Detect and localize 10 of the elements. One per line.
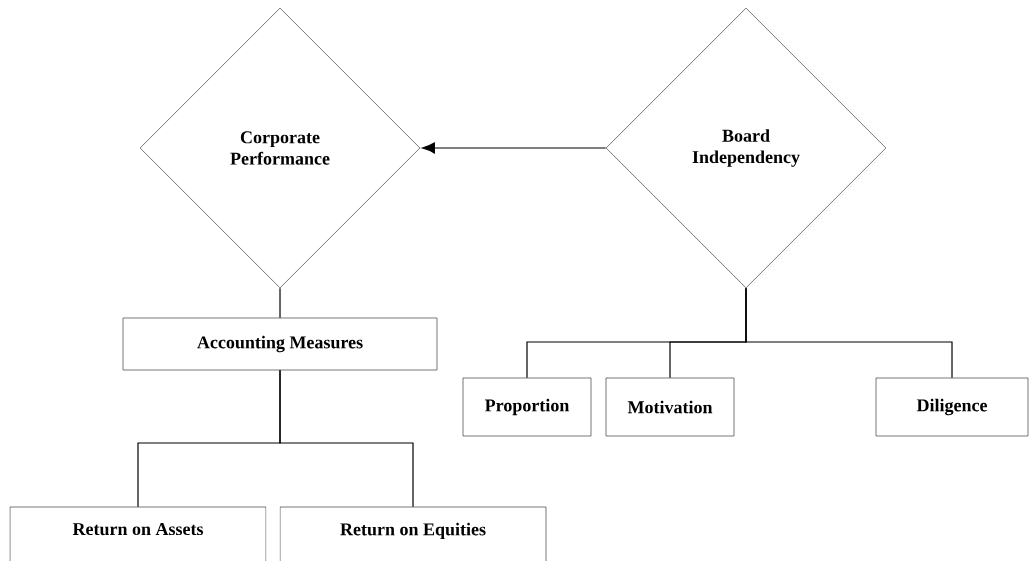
connector: [279, 287, 281, 319]
connector: [745, 287, 953, 379]
process-box: Return on Equities: [279, 506, 547, 561]
process-box: Motivation: [605, 377, 735, 437]
process-box: Accounting Measures: [122, 317, 438, 371]
process-box: Diligence: [875, 377, 1029, 437]
connector: [279, 369, 414, 508]
connector: [421, 142, 607, 154]
process-box: Proportion: [462, 377, 592, 437]
process-box: Return on Assets: [9, 506, 267, 561]
